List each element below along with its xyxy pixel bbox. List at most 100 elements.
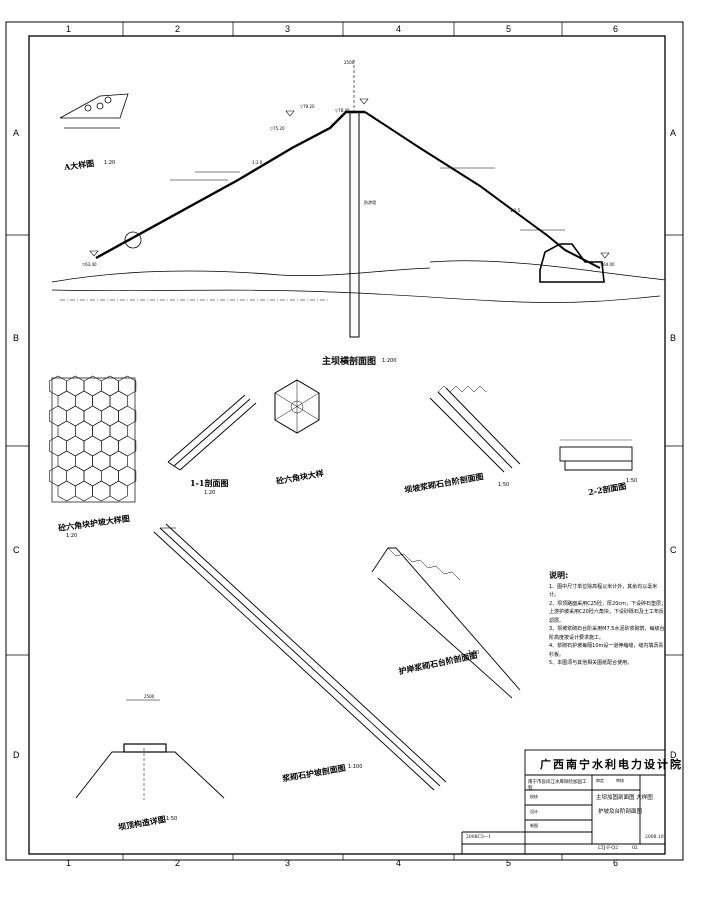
column-label-3-bottom: 3: [285, 858, 291, 868]
main-section-scale: 1:200: [382, 358, 397, 364]
revetment-drawing: [371, 547, 521, 699]
role-check: 校核: [530, 794, 538, 799]
column-label-4-bottom: 4: [396, 858, 402, 868]
row-label-b: B: [13, 333, 20, 343]
hex-tile: [75, 450, 93, 472]
hex-tile: [92, 420, 111, 442]
hex-tile: [118, 375, 137, 397]
hex-plan-scale: 1:20: [66, 533, 78, 539]
revetment-scale: 1:50: [468, 650, 480, 656]
section-1-1-scale: 1:20: [204, 490, 216, 496]
detail-a-scale: 1:20: [104, 160, 116, 166]
label-toe-elev: ▽64.00: [600, 262, 615, 267]
hex-tile: [92, 390, 111, 412]
hex-tile: [101, 465, 119, 487]
hex-tile: [57, 390, 76, 412]
notes-heading: 说明:: [549, 571, 569, 580]
label-crest-elev: ▽78.40: [335, 108, 350, 113]
approval-number: 2008C3—1: [466, 835, 492, 840]
hex-tile: [57, 420, 76, 442]
notes-block: 说明: 1、图中尺寸单位除高程以米计外，其余均以毫米计。 2、坝顶路面采用C25…: [549, 571, 667, 668]
section-2-2-drawing: [559, 439, 633, 471]
row-label-a: A: [13, 128, 20, 138]
note-item: 2、坝顶路面采用C25砼，厚20cm，下设碎石垫层；上游护坡采用C20砼六角块，…: [549, 600, 667, 624]
label-slope-up: 1:3.0: [252, 160, 263, 165]
column-label-2: 2: [175, 24, 181, 34]
column-label-2-bottom: 2: [175, 858, 181, 868]
hex-tile: [92, 480, 111, 502]
role-review: 审核: [616, 778, 624, 783]
row-label-b-right: B: [670, 333, 677, 343]
main-section-drawing: [51, 60, 666, 338]
hex-tile: [75, 390, 93, 412]
label-wall-elev: ▽79.20: [300, 104, 315, 109]
label-slope-down: 1:2.5: [510, 208, 521, 213]
hex-tile: [83, 435, 102, 457]
drawing-title-2: 护坡及台阶剖面图: [598, 809, 643, 815]
role-draft: 制图: [530, 823, 538, 828]
row-label-c-right: C: [670, 545, 677, 555]
row-label-c: C: [13, 545, 20, 555]
sheet-number: 02: [632, 846, 638, 851]
label-berm-elev: ▽75.20: [270, 126, 285, 131]
institute-name: 广西南宁水利电力设计院: [540, 758, 683, 771]
drawing-date: 2008.10: [645, 835, 664, 840]
hex-tile: [118, 465, 137, 487]
hex-tile: [57, 450, 76, 472]
hex-tile: [118, 405, 137, 427]
hex-tile: [75, 480, 93, 502]
section-2-2-scale: 1:50: [626, 478, 638, 484]
title-block-frame: [461, 749, 666, 855]
column-label-3: 3: [285, 24, 291, 34]
role-review-final: 审定: [596, 778, 604, 783]
note-item: 5、本图须与其他相关图纸配合使用。: [549, 660, 633, 666]
row-label-d-right: D: [670, 750, 677, 760]
crest-detail-scale: 1:50: [166, 816, 178, 822]
hex-grid: [48, 375, 137, 502]
inner-frame: [28, 35, 666, 855]
detail-a-drawing: [59, 93, 129, 129]
hex-tile: [66, 405, 85, 427]
hex-tile: [83, 465, 102, 487]
role-design: 设计: [530, 809, 538, 814]
hex-tile: [109, 450, 128, 472]
note-item: 4、浆砌石护坡每隔10m设一道伸缩缝，缝内填沥青杉板。: [549, 643, 664, 658]
hex-block-drawing: [274, 379, 320, 434]
hex-tile: [83, 375, 102, 397]
hex-tile: [109, 480, 128, 502]
hex-tile: [66, 375, 85, 397]
column-label-1: 1: [66, 24, 72, 34]
hex-tile: [57, 480, 76, 502]
section-1-1-drawing: [167, 394, 257, 471]
hex-tile: [92, 450, 111, 472]
masonry-slope-drawing: [153, 523, 447, 791]
hex-tile: [83, 405, 102, 427]
hex-plan-drawing: [51, 377, 136, 503]
column-label-5: 5: [506, 24, 512, 34]
hex-tile: [118, 435, 137, 457]
label-crest-dim: 2500: [144, 694, 155, 699]
hex-tile: [101, 375, 119, 397]
hex-tile: [109, 390, 128, 412]
drawing-title-1: 主坝加固剖面图 大样图: [596, 795, 653, 801]
outer-frame: [5, 21, 684, 861]
label-dead-elev: ▽63.40: [82, 262, 97, 267]
column-label-4: 4: [396, 24, 402, 34]
main-section-title: 主坝横剖面图: [322, 357, 377, 367]
section-1-1-title: 1-1剖面图: [190, 478, 229, 488]
toe-stone-drawing: [429, 385, 521, 473]
label-crest-width: 2500: [344, 60, 355, 65]
drawing-number: LTJ-F-Q2: [598, 846, 618, 851]
row-label-d: D: [13, 750, 20, 760]
project-name: 南宁市良凤江水库除险加固工程: [528, 780, 587, 791]
hex-tile: [66, 435, 85, 457]
column-label-6-bottom: 6: [613, 858, 619, 868]
column-label-6: 6: [613, 24, 619, 34]
toe-stone-scale: 1:50: [498, 482, 510, 488]
label-core-wall: 防渗墙: [364, 200, 376, 205]
masonry-slope-scale: 1:100: [348, 764, 363, 770]
note-item: 3、坝坡浆砌石台阶采用M7.5水泥砂浆砌筑，每级台阶高度按设计要求施工。: [549, 626, 665, 641]
hex-tile: [109, 420, 128, 442]
